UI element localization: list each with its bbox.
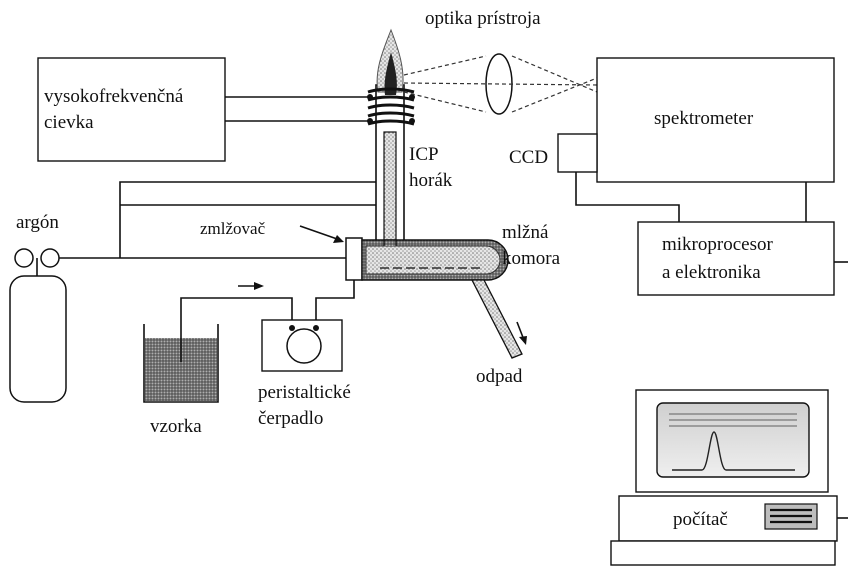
screen-lines xyxy=(669,413,797,427)
spray-chamber-label-line2: komora xyxy=(502,248,561,269)
sample-label: vzorka xyxy=(150,416,202,437)
drain-arrow-head xyxy=(519,336,527,345)
ccd-label: CCD xyxy=(509,147,548,168)
pump-label-line1: peristaltické xyxy=(258,382,351,403)
ccd-to-micro-wire xyxy=(575,172,680,222)
computer-lower-unit xyxy=(610,540,836,566)
peristaltic-pump-rotor xyxy=(286,328,322,364)
sample-beaker xyxy=(143,324,219,403)
pump-to-nebulizer-tube xyxy=(315,280,355,326)
optical-rays xyxy=(403,55,598,113)
pump-label-line2: čerpadlo xyxy=(258,408,323,429)
computer-screen xyxy=(656,402,810,478)
waste-label: odpad xyxy=(476,366,523,387)
optics-label: optika prístroja xyxy=(425,8,541,29)
pump-roller-left xyxy=(289,325,295,331)
computer-drive-slots xyxy=(770,508,812,524)
icp-label-line2: horák xyxy=(409,170,453,191)
computer-label: počítač xyxy=(673,509,728,530)
flow-arrow-head xyxy=(254,282,264,290)
drain-tube xyxy=(470,279,523,359)
nebulizer-pointer-head xyxy=(333,235,344,243)
spray-chamber-inner xyxy=(365,245,501,275)
icp-torch-inner xyxy=(383,131,397,248)
plasma-flame-core xyxy=(384,52,397,95)
argon-valve-left xyxy=(14,248,34,268)
pump-roller-right xyxy=(313,325,319,331)
argon-line-upper xyxy=(119,181,376,258)
microprocessor-label-line1: mikroprocesor xyxy=(662,234,773,255)
spectrometer-label: spektrometer xyxy=(654,108,754,129)
spray-chamber-label-line1: mlžná xyxy=(502,222,549,243)
rf-coil-box xyxy=(37,57,226,162)
sample-tube xyxy=(180,297,293,360)
rf-coil-nodes xyxy=(367,94,415,124)
argon-cylinder xyxy=(9,275,67,403)
spectrometer-box xyxy=(596,57,835,183)
icp-label-line1: ICP xyxy=(409,144,439,165)
argon-valve-right xyxy=(40,248,60,268)
microprocessor-box xyxy=(637,221,835,296)
rf-coil-label-line1: vysokofrekvenčná xyxy=(44,86,184,107)
torch-to-chamber-joint xyxy=(383,239,397,246)
ccd-box xyxy=(557,133,598,173)
argon-label: argón xyxy=(16,212,59,233)
nebulizer-label: zmlžovač xyxy=(200,219,266,238)
nebulizer-body xyxy=(345,237,363,281)
microprocessor-label-line2: a elektronika xyxy=(662,262,761,283)
rf-coil-label-line2: cievka xyxy=(44,112,94,133)
screen-spectrum-peak xyxy=(672,431,795,471)
nebulizer-pointer xyxy=(299,225,341,241)
